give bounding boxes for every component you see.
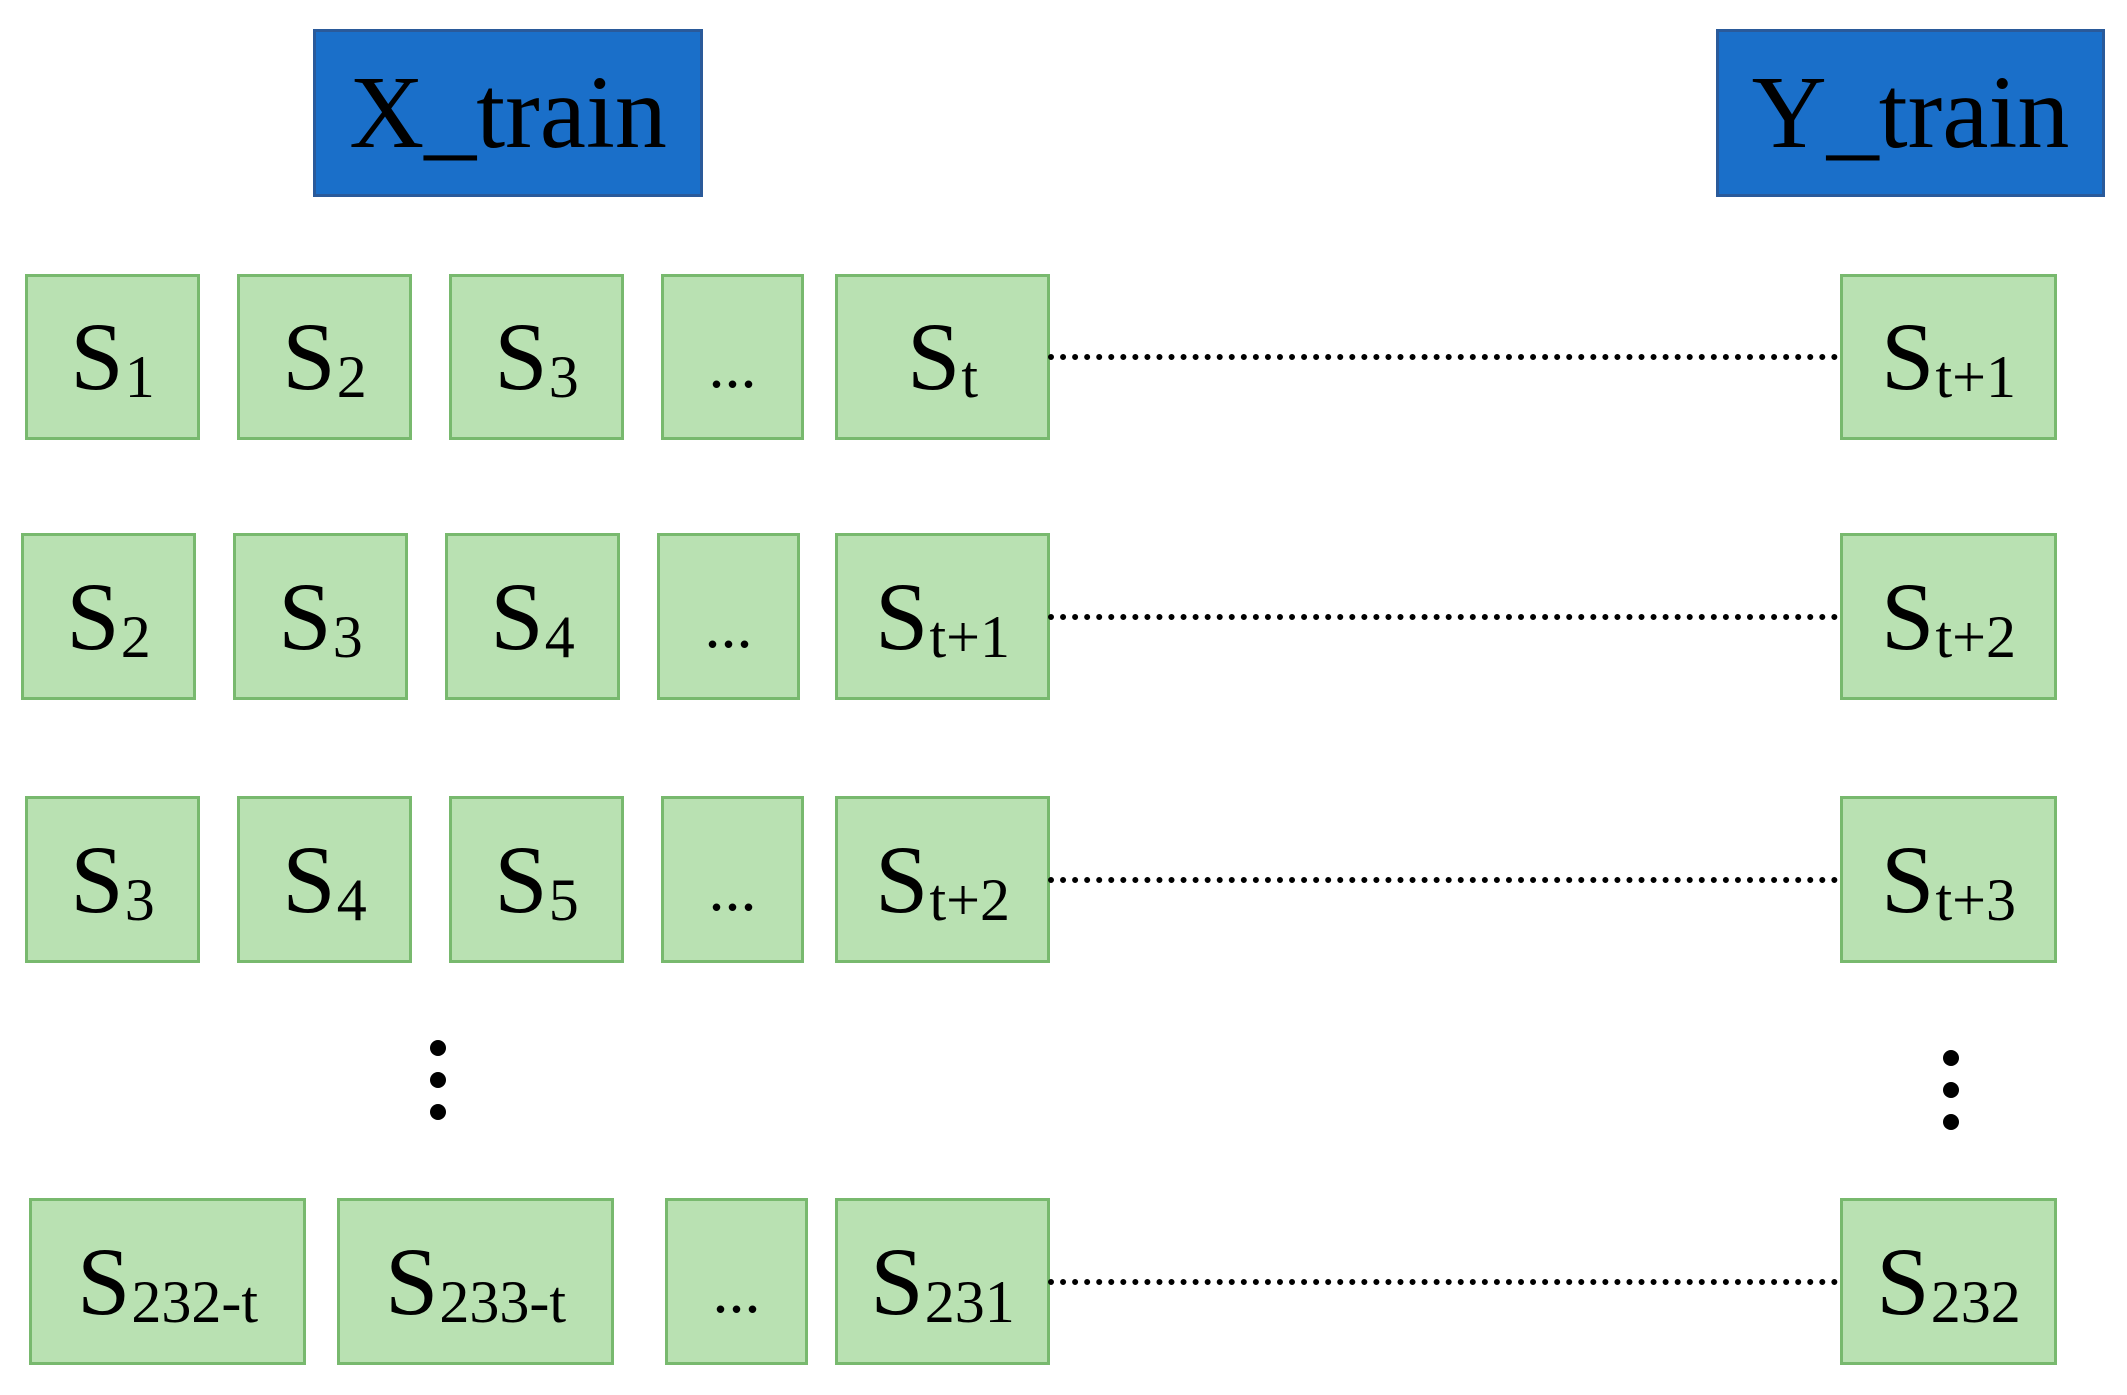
cell-base-text: S [1881, 303, 1935, 410]
cell-base-text: S [494, 303, 548, 410]
cell-subscript: 1 [124, 344, 155, 410]
dotted-connector [1048, 876, 1838, 883]
cell-base-text: ... [708, 330, 757, 401]
cell-base-text: S [1881, 825, 1935, 933]
cell-subscript: t+2 [929, 866, 1010, 933]
cell-subscript: t+1 [1935, 344, 2016, 410]
cell-subscript: 3 [332, 603, 363, 670]
ellipsis-cell: ... [657, 533, 800, 700]
ellipsis-dot [1943, 1114, 1959, 1130]
cell-subscript: 4 [336, 866, 367, 933]
cell-base-text: S [906, 303, 961, 410]
cell-base-text: S [384, 1227, 439, 1335]
dotted-connector [1048, 613, 1838, 620]
cell-base-text: S [70, 825, 124, 933]
cell-base-text: S [76, 1227, 131, 1335]
x-train-header: X_train [313, 29, 703, 197]
x-train-label: X_train [349, 55, 667, 170]
cell-base-text: ... [708, 852, 757, 924]
cell-base-text: S [870, 1227, 924, 1335]
cell-subscript: 232-t [131, 1268, 259, 1335]
dotted-connector [1048, 1278, 1838, 1285]
cell-base-text: S [1881, 562, 1935, 670]
cell-base-text: S [875, 825, 929, 933]
cell-subscript: 4 [544, 603, 575, 670]
cell-base-text: ... [704, 589, 753, 661]
ellipsis-dot [1943, 1082, 1959, 1098]
ellipsis-dot [430, 1072, 446, 1088]
cell-base-text: S [494, 825, 548, 933]
cell-subscript: 233-t [439, 1268, 567, 1335]
cell-subscript: 5 [548, 866, 579, 933]
dotted-connector [1048, 354, 1838, 360]
cell-subscript: t [961, 344, 979, 410]
ellipsis-dot [430, 1040, 446, 1056]
cell-base-text: S [1876, 1227, 1930, 1335]
cell-base-text: S [875, 562, 929, 670]
cell-subscript: 3 [548, 344, 579, 410]
ellipsis-cell: ... [661, 274, 804, 440]
cell-base-text: ... [712, 1254, 761, 1326]
ellipsis-dot [430, 1104, 446, 1120]
ellipsis-dot [1943, 1050, 1959, 1066]
y-train-label: Y_train [1751, 55, 2070, 170]
cell-subscript: 231 [924, 1268, 1015, 1335]
cell-subscript: 3 [124, 866, 155, 933]
cell-base-text: S [66, 562, 120, 670]
vertical-ellipsis-targets [1943, 1050, 1959, 1130]
cell-base-text: S [282, 303, 336, 410]
cell-subscript: t+2 [1935, 603, 2016, 670]
cell-subscript: t+1 [929, 603, 1010, 670]
y-train-header: Y_train [1716, 29, 2105, 197]
cell-base-text: S [282, 825, 336, 933]
cell-base-text: S [70, 303, 124, 410]
cell-subscript: 2 [336, 344, 367, 410]
cell-base-text: S [490, 562, 544, 670]
ellipsis-cell: ... [661, 796, 804, 963]
cell-subscript: t+3 [1935, 866, 2016, 933]
ellipsis-cell: ... [665, 1198, 808, 1365]
cell-subscript: 232 [1930, 1268, 2021, 1335]
cell-base-text: S [278, 562, 332, 670]
vertical-ellipsis-inputs [430, 1040, 446, 1120]
cell-subscript: 2 [120, 603, 151, 670]
